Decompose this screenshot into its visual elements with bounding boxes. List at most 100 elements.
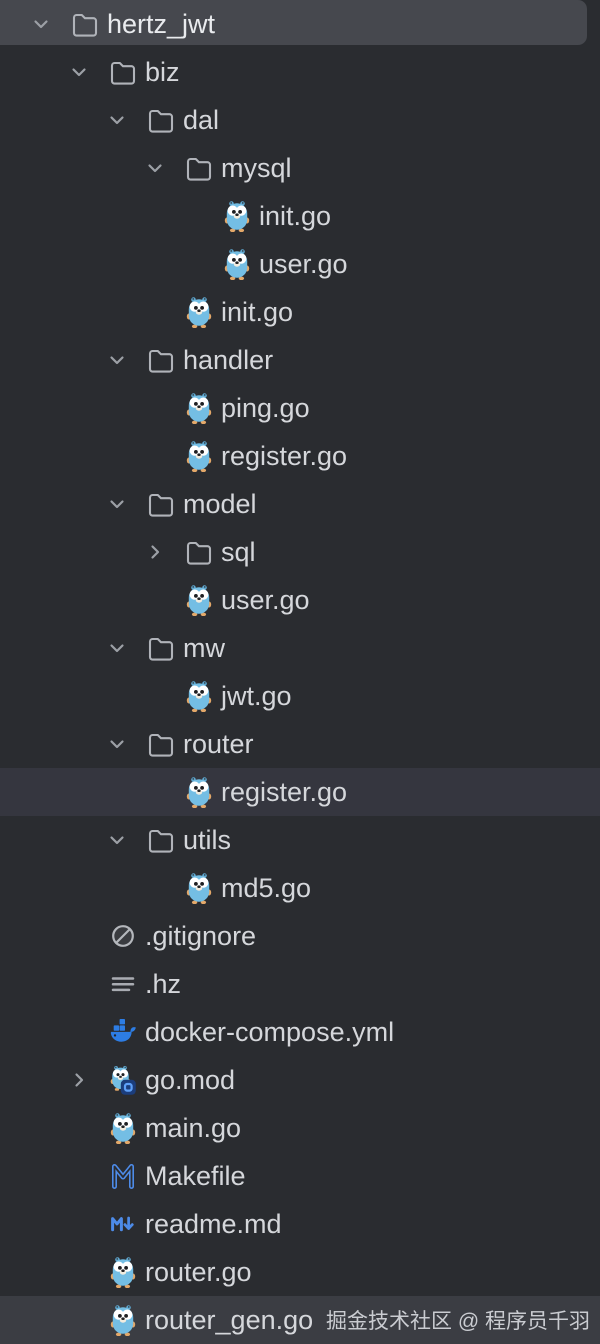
go-mod-icon bbox=[110, 1064, 136, 1096]
tree-item-label: mysql bbox=[221, 153, 292, 183]
tree-item-label: register.go bbox=[221, 441, 348, 471]
folder-icon bbox=[148, 728, 174, 760]
tree-row-readme.md[interactable]: readme.md bbox=[0, 1200, 600, 1248]
tree-item-label: init.go bbox=[259, 201, 332, 231]
tree-item-label: go.mod bbox=[145, 1065, 236, 1095]
twisty-spacer bbox=[143, 684, 167, 708]
tree-row-ping.go[interactable]: ping.go bbox=[0, 384, 600, 432]
go-file-icon bbox=[186, 584, 212, 616]
tree-row-docker-compose.yml[interactable]: docker-compose.yml bbox=[0, 1008, 600, 1056]
tree-item-label: handler bbox=[183, 345, 274, 375]
tree-row-jwt.go[interactable]: jwt.go bbox=[0, 672, 600, 720]
folder-icon bbox=[110, 56, 136, 88]
tree-row-router.go[interactable]: router.go bbox=[0, 1248, 600, 1296]
chevron-down-icon[interactable] bbox=[143, 156, 167, 180]
tree-item-label: main.go bbox=[145, 1113, 242, 1143]
tree-row-Makefile[interactable]: Makefile bbox=[0, 1152, 600, 1200]
docker-icon bbox=[110, 1016, 136, 1048]
text-file-icon bbox=[110, 968, 136, 1000]
tree-row-.hz[interactable]: .hz bbox=[0, 960, 600, 1008]
folder-icon bbox=[148, 344, 174, 376]
tree-item-label: readme.md bbox=[145, 1209, 282, 1239]
twisty-spacer bbox=[143, 300, 167, 324]
twisty-spacer bbox=[67, 1164, 91, 1188]
folder-icon bbox=[148, 824, 174, 856]
chevron-down-icon[interactable] bbox=[105, 108, 129, 132]
tree-row-dal[interactable]: dal bbox=[0, 96, 600, 144]
folder-icon bbox=[148, 632, 174, 664]
tree-row-user.go[interactable]: user.go bbox=[0, 240, 600, 288]
tree-item-label: router.go bbox=[145, 1257, 252, 1287]
tree-row-.gitignore[interactable]: .gitignore bbox=[0, 912, 600, 960]
tree-item-label: mw bbox=[183, 633, 225, 663]
go-file-icon bbox=[186, 440, 212, 472]
twisty-spacer bbox=[67, 1116, 91, 1140]
tree-item-label: register.go bbox=[221, 777, 348, 807]
tree-row-md5.go[interactable]: md5.go bbox=[0, 864, 600, 912]
chevron-down-icon[interactable] bbox=[105, 492, 129, 516]
twisty-spacer bbox=[67, 1308, 91, 1332]
chevron-down-icon[interactable] bbox=[105, 828, 129, 852]
chevron-right-icon[interactable] bbox=[143, 540, 167, 564]
go-file-icon bbox=[186, 776, 212, 808]
chevron-down-icon[interactable] bbox=[29, 12, 53, 36]
go-file-icon bbox=[224, 248, 250, 280]
folder-icon bbox=[72, 8, 98, 40]
tree-item-label: ping.go bbox=[221, 393, 310, 423]
tree-row-main.go[interactable]: main.go bbox=[0, 1104, 600, 1152]
tree-row-sql[interactable]: sql bbox=[0, 528, 600, 576]
twisty-spacer bbox=[143, 396, 167, 420]
chevron-down-icon[interactable] bbox=[105, 348, 129, 372]
twisty-spacer bbox=[67, 1212, 91, 1236]
tree-item-label: dal bbox=[183, 105, 220, 135]
tree-item-label: jwt.go bbox=[221, 681, 292, 711]
tree-item-label: utils bbox=[183, 825, 232, 855]
twisty-spacer bbox=[67, 924, 91, 948]
go-file-icon bbox=[110, 1256, 136, 1288]
tree-row-mysql[interactable]: mysql bbox=[0, 144, 600, 192]
twisty-spacer bbox=[67, 1260, 91, 1284]
tree-row-biz[interactable]: biz bbox=[0, 48, 600, 96]
markdown-icon bbox=[110, 1208, 136, 1240]
twisty-spacer bbox=[143, 780, 167, 804]
chevron-right-icon[interactable] bbox=[67, 1068, 91, 1092]
tree-item-label: model bbox=[183, 489, 257, 519]
folder-icon bbox=[148, 488, 174, 520]
tree-item-label: router bbox=[183, 729, 254, 759]
tree-row-model[interactable]: model bbox=[0, 480, 600, 528]
tree-item-label: .hz bbox=[145, 969, 182, 999]
tree-row-utils[interactable]: utils bbox=[0, 816, 600, 864]
tree-item-label: md5.go bbox=[221, 873, 312, 903]
tree-row-register.go[interactable]: register.go bbox=[0, 768, 600, 816]
go-file-icon bbox=[186, 296, 212, 328]
folder-icon bbox=[186, 536, 212, 568]
tree-row-mw[interactable]: mw bbox=[0, 624, 600, 672]
tree-row-init.go[interactable]: init.go bbox=[0, 192, 600, 240]
tree-row-hertz_jwt[interactable]: hertz_jwt bbox=[0, 0, 600, 48]
tree-row-init.go[interactable]: init.go bbox=[0, 288, 600, 336]
tree-row-router_gen.go[interactable]: router_gen.go bbox=[0, 1296, 600, 1344]
go-file-icon bbox=[186, 680, 212, 712]
tree-item-label: user.go bbox=[221, 585, 310, 615]
folder-icon bbox=[148, 104, 174, 136]
go-file-icon bbox=[186, 392, 212, 424]
tree-item-label: biz bbox=[145, 57, 180, 87]
twisty-spacer bbox=[181, 252, 205, 276]
tree-row-user.go[interactable]: user.go bbox=[0, 576, 600, 624]
go-file-icon bbox=[110, 1304, 136, 1336]
tree-item-label: user.go bbox=[259, 249, 348, 279]
tree-item-label: hertz_jwt bbox=[107, 9, 216, 39]
folder-icon bbox=[186, 152, 212, 184]
chevron-down-icon[interactable] bbox=[105, 636, 129, 660]
tree-item-label: docker-compose.yml bbox=[145, 1017, 395, 1047]
tree-row-handler[interactable]: handler bbox=[0, 336, 600, 384]
tree-row-router[interactable]: router bbox=[0, 720, 600, 768]
twisty-spacer bbox=[67, 1020, 91, 1044]
tree-row-register.go[interactable]: register.go bbox=[0, 432, 600, 480]
chevron-down-icon[interactable] bbox=[67, 60, 91, 84]
twisty-spacer bbox=[143, 876, 167, 900]
go-file-icon bbox=[110, 1112, 136, 1144]
tree-row-go.mod[interactable]: go.mod bbox=[0, 1056, 600, 1104]
chevron-down-icon[interactable] bbox=[105, 732, 129, 756]
